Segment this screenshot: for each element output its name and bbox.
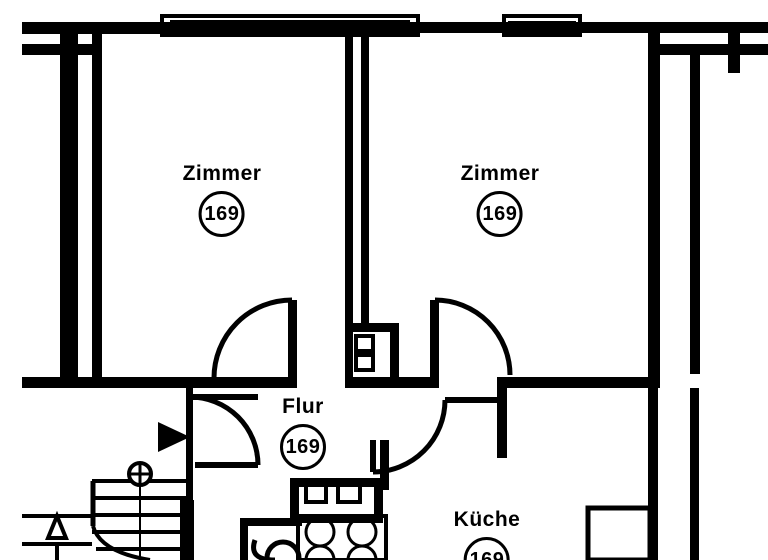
wall-right-lower-vertical: [648, 388, 658, 560]
window-jamb-right-b: [578, 14, 582, 37]
room-label-kueche: Küche 169: [454, 509, 521, 560]
service-shaft-outline: [585, 505, 653, 560]
window-jamb-left-b: [416, 14, 420, 37]
wall-left-strip-bottom: [22, 377, 102, 388]
room-number-kueche: 169: [464, 537, 510, 560]
counter-fixture-right: [336, 482, 362, 504]
entry-direction-arrow: [158, 422, 190, 452]
exterior-wall-top-main: [160, 22, 768, 33]
window-jamb-right-a: [502, 14, 506, 37]
room-name-zimmer-left: Zimmer: [182, 162, 262, 185]
stove-burner-3: [304, 544, 336, 560]
room-name-kueche: Küche: [453, 508, 521, 531]
stove-burner-4: [346, 544, 378, 560]
chimney-flue-opening-lower: [354, 353, 375, 372]
stair-start-triangle: [45, 510, 69, 540]
stair-winder-curve: [91, 525, 151, 560]
door-swing-flur-to-kueche: [372, 399, 448, 475]
door-swing-entry-from-stair: [189, 394, 261, 466]
wall-right-upper-connector: [648, 44, 768, 55]
wall-kitchen-counter-left: [290, 478, 299, 522]
window-band-left: [160, 33, 420, 37]
exterior-wall-right-vertical-far: [690, 44, 700, 374]
chimney-block-right: [390, 323, 399, 385]
room-name-flur: Flur: [282, 395, 324, 418]
chimney-flue-group: [354, 334, 375, 372]
room-number-wrap-flur: 169: [280, 424, 326, 470]
interior-wall-left-room: [92, 33, 102, 385]
window-sill-left: [160, 14, 420, 18]
wall-kitchen-top: [497, 380, 507, 458]
wall-bath-left: [240, 518, 248, 560]
room-name-zimmer-right: Zimmer: [460, 162, 540, 185]
room-number-wrap-zimmer-right: 169: [461, 191, 540, 237]
window-mullion-left: [170, 20, 410, 24]
wall-right-lower-horizontal: [560, 377, 660, 388]
room-number-flur: 169: [280, 424, 326, 470]
chimney-block-left: [345, 333, 353, 385]
exterior-wall-left: [60, 33, 78, 385]
chimney-flue-opening-upper: [354, 334, 375, 353]
staircase: [22, 461, 188, 560]
wall-far-right-lower-vertical: [690, 388, 699, 560]
wall-flur-right-vertical: [380, 440, 389, 490]
partition-wall-center-right-face: [361, 33, 369, 323]
wall-flur-left-vertical: [186, 388, 193, 560]
chimney-block-top: [353, 323, 399, 332]
wall-bottom-zimmer-right-a: [345, 377, 437, 388]
room-number-wrap-zimmer-left: 169: [183, 191, 262, 237]
kitchen-fixtures: [251, 482, 388, 560]
room-label-zimmer-right: Zimmer 169: [461, 163, 540, 237]
wall-bath-top: [240, 518, 302, 526]
partition-wall-center-left-face: [345, 33, 353, 333]
window-sill-right: [502, 14, 582, 18]
exterior-wall-right-inner: [648, 33, 660, 385]
exterior-wall-top-left: [22, 22, 162, 34]
window-jamb-left-a: [160, 14, 164, 37]
room-label-flur: Flur 169: [280, 396, 326, 470]
room-label-zimmer-left: Zimmer 169: [183, 163, 262, 237]
wall-bottom-zimmer-left: [92, 377, 296, 388]
bathroom-fixture-bowl: [264, 539, 302, 560]
window-band-right: [502, 33, 582, 37]
door-leaf-group: [190, 300, 497, 472]
door-swing-zimmer-right: [434, 297, 513, 376]
room-number-zimmer-right: 169: [476, 191, 523, 237]
wall-kitchen-counter-bottom: [290, 514, 382, 523]
kitchen-stove-outline: [296, 514, 388, 560]
window-mullion-right: [508, 21, 576, 24]
room-number-zimmer-left: 169: [198, 191, 245, 237]
wall-kitchen-counter-right: [374, 478, 383, 523]
door-swing-zimmer-left: [211, 297, 293, 379]
room-number-wrap-kueche: 169: [454, 537, 521, 560]
counter-fixture-left: [304, 482, 328, 504]
